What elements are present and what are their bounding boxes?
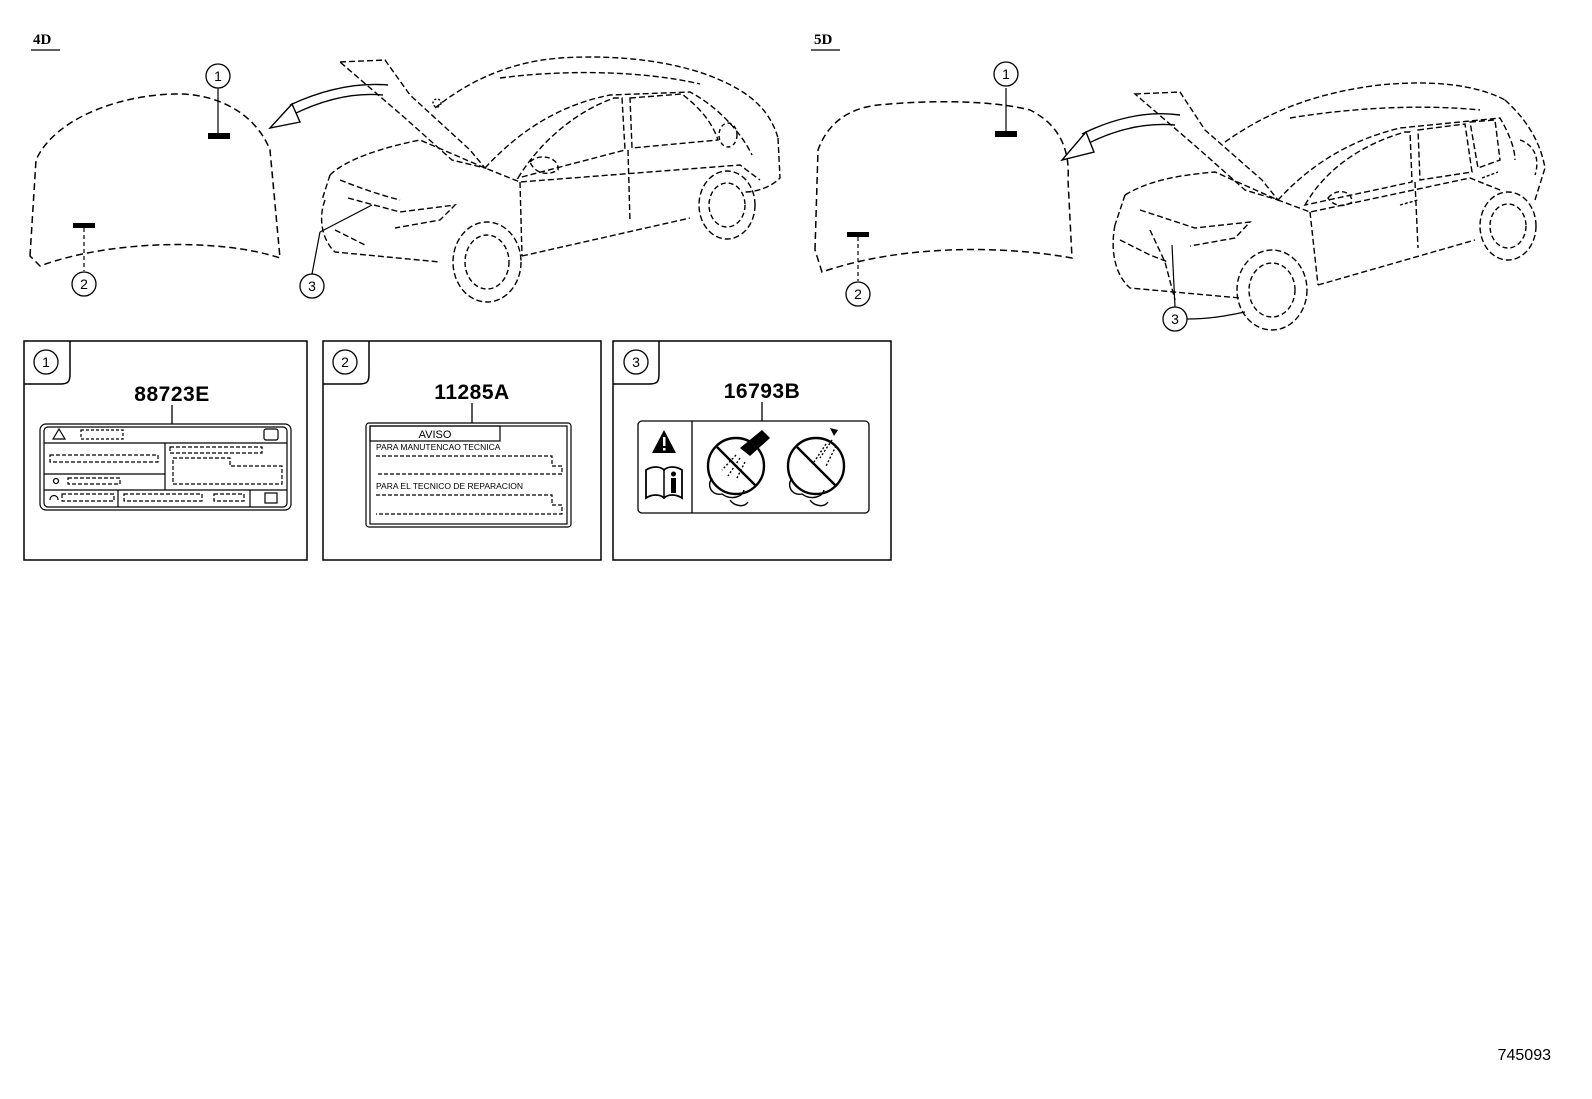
- part-number-11285a: 11285A: [434, 381, 509, 404]
- panel-3-callout: 3: [623, 349, 649, 375]
- svg-text:1: 1: [214, 68, 222, 84]
- hatchback-hood-label-1-marker: [995, 131, 1017, 137]
- hatchback-callout-3: 3: [1162, 306, 1188, 332]
- svg-text:3: 3: [632, 354, 640, 370]
- panel-1-callout: 1: [33, 349, 59, 375]
- hatchback-view-title: 5D: [814, 32, 833, 48]
- notice-label-11285a: AVISO PARA MANUTENCAO TECNICA PARA EL TE…: [365, 422, 572, 528]
- part-number-88723e: 88723E: [134, 383, 209, 406]
- sedan-callout-3: 3: [299, 273, 325, 299]
- hatchback-view: 5D 1 2 3: [811, 32, 1546, 332]
- notice-label-heading: AVISO: [419, 429, 452, 441]
- sedan-hood: [29, 93, 281, 267]
- manual-book-icon: [645, 466, 683, 500]
- detail-panel-1: 1 88723E: [23, 340, 308, 561]
- hatchback-hood: [814, 100, 1073, 273]
- no-pressure-wash-icon: [706, 430, 770, 507]
- no-spray-icon: [786, 428, 846, 507]
- svg-text:1: 1: [1002, 66, 1010, 82]
- hatchback-hood-label-2-marker: [847, 232, 869, 237]
- figure-number: 745093: [1498, 1047, 1551, 1064]
- hatchback-car: [1112, 82, 1546, 331]
- sedan-hood-label-2-marker: [73, 223, 95, 228]
- svg-text:3: 3: [308, 278, 316, 294]
- hatchback-callout-1: 1: [993, 61, 1019, 87]
- svg-text:2: 2: [854, 286, 862, 302]
- sedan-view-title: 4D: [33, 32, 52, 48]
- hatchback-arrow-icon: [1060, 112, 1181, 162]
- detail-panel-3: 3 16793B: [612, 340, 892, 561]
- sedan-car: [320, 56, 781, 303]
- svg-text:2: 2: [341, 354, 349, 370]
- sedan-view: 4D 1 2 3: [29, 32, 781, 303]
- svg-text:3: 3: [1171, 311, 1179, 327]
- warning-label-16793b: [637, 420, 870, 514]
- svg-text:1: 1: [42, 354, 50, 370]
- sedan-callout-2: 2: [71, 271, 97, 297]
- sedan-callout-1: 1: [205, 63, 231, 89]
- detail-panel-2: 2 11285A AVISO PARA MANUTENCAO TECNICA P…: [322, 340, 602, 561]
- svg-text:2: 2: [80, 276, 88, 292]
- panel-2-callout: 2: [332, 349, 358, 375]
- warning-triangle-icon: [652, 430, 676, 453]
- part-number-16793b: 16793B: [724, 380, 801, 403]
- sedan-arrow-icon: [268, 83, 389, 130]
- sedan-hood-label-1-marker: [208, 133, 230, 139]
- notice-label-line-1: PARA MANUTENCAO TECNICA: [376, 442, 501, 452]
- caution-label-88723e: [39, 423, 292, 511]
- notice-label-line-2: PARA EL TECNICO DE REPARACION: [376, 481, 523, 491]
- hatchback-callout-2: 2: [845, 281, 871, 307]
